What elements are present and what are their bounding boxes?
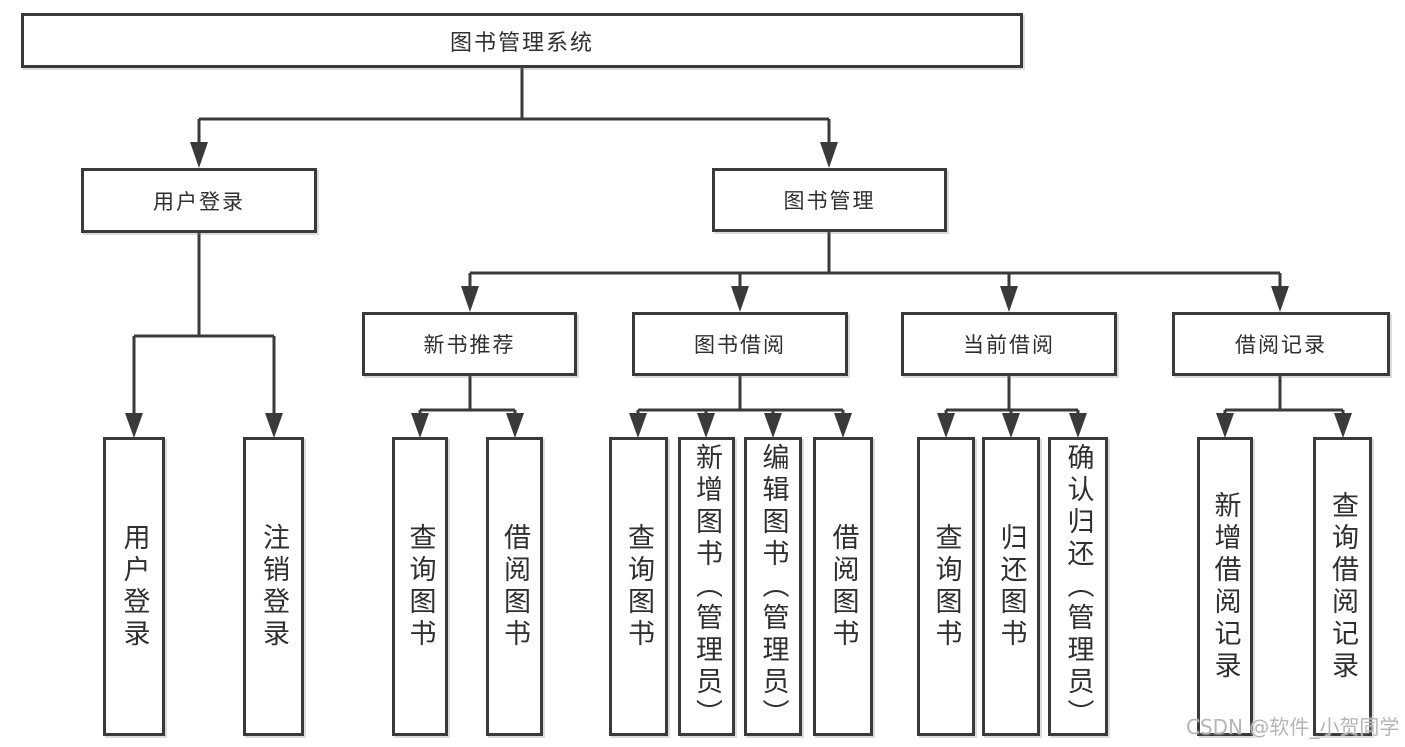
leaf-recommend-query-books-label: 查询图书	[404, 522, 436, 651]
node-book-management-label: 图书管理	[783, 189, 876, 213]
arrowheads	[125, 142, 1352, 438]
leaf-logout-label: 注销登录	[258, 522, 289, 651]
node-borrowing-records-label: 借阅记录	[1235, 333, 1327, 357]
node-book-management: 图书管理	[712, 168, 947, 232]
node-user-login-label: 用户登录	[153, 189, 245, 214]
leaf-recommend-query-books: 查询图书	[392, 437, 448, 736]
leaf-edit-books-admin: 编辑图书（管理员）	[744, 437, 802, 736]
node-new-book-recommendation: 新书推荐	[362, 312, 577, 376]
watermark-text: CSDN @软件_小贺同学	[1186, 715, 1400, 739]
node-book-borrowing: 图书借阅	[632, 312, 848, 376]
leaf-current-query-books-label: 查询图书	[930, 522, 962, 651]
leaf-current-query-books: 查询图书	[917, 437, 975, 736]
leaf-user-login: 用户登录	[103, 437, 165, 736]
leaf-add-borrow-record: 新增借阅记录	[1197, 437, 1253, 736]
leaf-recommend-borrow-books-label: 借阅图书	[499, 522, 530, 651]
leaf-add-books-admin: 新增图书（管理员）	[678, 437, 735, 736]
node-library-management-system-label: 图书管理系统	[449, 30, 594, 56]
node-book-borrowing-label: 图书借阅	[694, 333, 786, 357]
leaf-query-borrow-record-label: 查询借阅记录	[1327, 490, 1358, 683]
leaf-return-books-label: 归还图书	[995, 522, 1027, 651]
node-borrowing-records: 借阅记录	[1172, 312, 1390, 376]
node-current-borrowing-label: 当前借阅	[963, 333, 1055, 357]
leaf-borrowing-borrow-books: 借阅图书	[813, 437, 873, 736]
leaf-add-books-admin-label: 新增图书（管理员）	[691, 442, 722, 731]
leaf-query-borrow-record: 查询借阅记录	[1313, 437, 1372, 736]
leaf-borrowing-borrow-books-label: 借阅图书	[827, 522, 859, 651]
leaf-borrowing-query-books: 查询图书	[609, 437, 668, 736]
leaf-confirm-return-admin: 确认归还（管理员）	[1048, 437, 1108, 736]
leaf-return-books: 归还图书	[982, 437, 1040, 736]
node-current-borrowing: 当前借阅	[901, 312, 1117, 376]
leaf-edit-books-admin-label: 编辑图书（管理员）	[757, 442, 789, 731]
leaf-logout: 注销登录	[243, 437, 304, 736]
leaf-borrowing-query-books-label: 查询图书	[623, 522, 654, 651]
leaf-add-borrow-record-label: 新增借阅记录	[1209, 490, 1241, 683]
node-library-management-system: 图书管理系统	[21, 13, 1023, 68]
node-user-login: 用户登录	[81, 168, 317, 233]
leaf-user-login-label: 用户登录	[118, 522, 150, 651]
leaf-confirm-return-admin-label: 确认归还（管理员）	[1062, 442, 1094, 731]
leaf-recommend-borrow-books: 借阅图书	[486, 437, 543, 736]
node-new-book-recommendation-label: 新书推荐	[423, 333, 516, 357]
